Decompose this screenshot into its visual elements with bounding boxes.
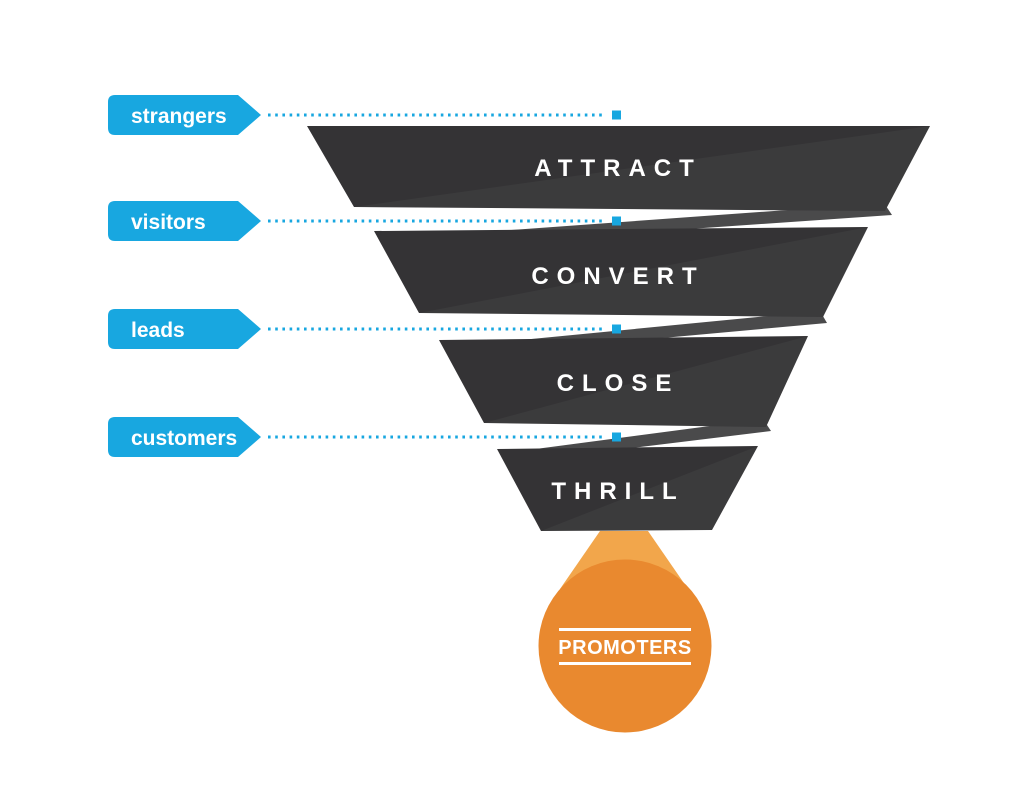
- audience-tag-customers: customers: [108, 417, 261, 457]
- connector-endpoint-square-strangers: [612, 110, 621, 120]
- stage-highlight-close: [484, 336, 808, 427]
- funnel-stage-shape-thrill: [497, 446, 758, 531]
- tag-shape-leads: [108, 309, 261, 349]
- connector-endpoint-square-visitors: [612, 216, 621, 226]
- promoters-drop: PROMOTERS: [538, 531, 712, 733]
- connector-endpoints: [612, 110, 621, 442]
- funnel-stage-label-thrill: THRILL: [551, 478, 684, 505]
- audience-tag-strangers: strangers: [108, 95, 261, 135]
- tag-shape-customers: [108, 417, 261, 457]
- audience-tag-label-strangers: strangers: [131, 105, 227, 128]
- funnel-stage-label-close: CLOSE: [557, 370, 680, 397]
- audience-tag-label-visitors: visitors: [131, 211, 206, 234]
- promoters-label: PROMOTERS: [558, 637, 691, 659]
- audience-tag-visitors: visitors: [108, 201, 261, 241]
- promoters-drop-circle: [538, 559, 712, 733]
- audience-tag-label-leads: leads: [131, 319, 185, 342]
- funnel-stage-shape-attract: [307, 126, 930, 211]
- tag-shape-strangers: [108, 95, 261, 135]
- audience-tag-leads: leads: [108, 309, 261, 349]
- funnel-stage-close: CLOSE: [439, 336, 808, 427]
- funnel-stage-attract: ATTRACT: [307, 126, 930, 211]
- funnel-stage-thrill: THRILL: [497, 446, 758, 531]
- funnel-stage-convert: CONVERT: [374, 227, 868, 317]
- stage-highlight-attract: [354, 126, 930, 211]
- promoters-rule-top: [559, 628, 691, 631]
- connectors: [268, 113, 606, 439]
- audience-tag-label-customers: customers: [131, 427, 237, 450]
- stage-highlight-thrill: [541, 446, 758, 531]
- connector-endpoint-square-leads: [612, 324, 621, 334]
- funnel-stage-shape-convert: [374, 227, 868, 317]
- stage-highlight-convert: [419, 227, 868, 317]
- promoters-rule-bottom: [559, 662, 691, 665]
- funnel-stage-label-attract: ATTRACT: [534, 155, 702, 182]
- tag-shape-visitors: [108, 201, 261, 241]
- funnel-stage-shape-close: [439, 336, 808, 427]
- funnel-stage-label-convert: CONVERT: [531, 263, 704, 290]
- connector-endpoint-square-customers: [612, 432, 621, 442]
